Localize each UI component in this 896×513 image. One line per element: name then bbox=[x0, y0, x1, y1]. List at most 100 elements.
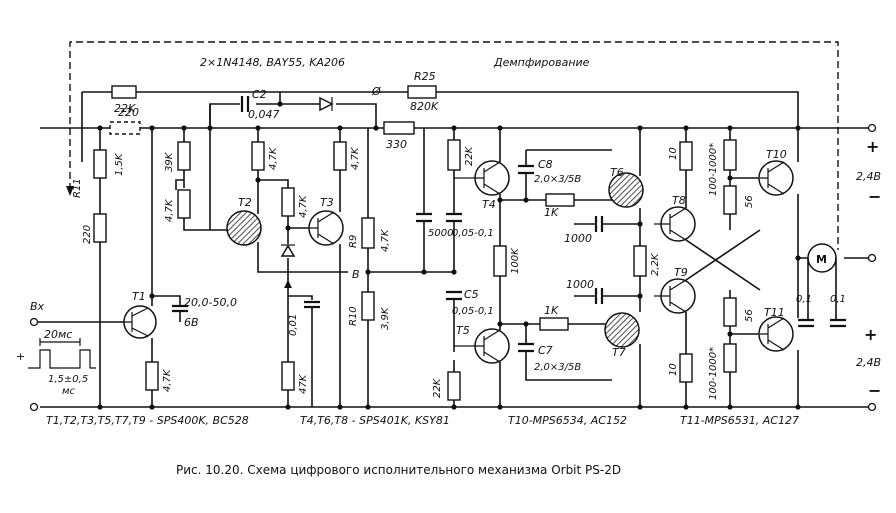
capacitor-1000-top-value: 1000 bbox=[564, 232, 592, 245]
pulse-width-label: 1,5±0,5 bbox=[48, 374, 88, 385]
resistor-39k-label: 39K bbox=[164, 151, 175, 172]
junction-dots bbox=[97, 101, 801, 410]
resistor-22k-t4-label: 22K bbox=[464, 145, 475, 166]
resistor-47k-bottom bbox=[281, 361, 295, 391]
resistor-100-1000-top bbox=[723, 139, 737, 171]
resistor-r25-name: R25 bbox=[414, 70, 436, 83]
resistor-56-bottom bbox=[723, 297, 737, 327]
transistor-t1-label: T1 bbox=[132, 290, 146, 303]
transistor-group3-note: T10-MPS6534, AC152 bbox=[508, 414, 627, 427]
test-point-symbol: Ø bbox=[371, 85, 381, 98]
capacitor-motor-b-value: 0,1 bbox=[830, 294, 846, 305]
potentiometer-r9-name: R9 bbox=[348, 235, 359, 248]
transistor-t2-label: T2 bbox=[238, 196, 252, 209]
capacitor-001 bbox=[304, 300, 320, 309]
transistor-group2-note: T4,T6,T8 - SPS401K, KSY81 bbox=[300, 414, 450, 427]
resistor-1k-top-label: 1K bbox=[544, 206, 559, 219]
potentiometer-r10-value: 3,9K bbox=[380, 306, 391, 330]
resistor-47k-bottom-label: 47K bbox=[298, 373, 309, 394]
supply-terminal-top bbox=[867, 123, 877, 133]
capacitor-motor-a-value: 0,1 bbox=[796, 294, 812, 305]
resistor-56-top bbox=[723, 185, 737, 215]
resistor-10-bottom-label: 10 bbox=[668, 363, 679, 376]
resistor-2-2k-label: 2,2K bbox=[650, 252, 661, 276]
resistor-100k-label: 100K bbox=[510, 247, 521, 274]
t2-base-wire bbox=[183, 218, 230, 231]
potentiometer-r11 bbox=[93, 149, 107, 179]
input-label: Вх bbox=[30, 300, 45, 313]
transistor-t5-symbol bbox=[454, 329, 501, 363]
transistor-t11-symbol bbox=[760, 317, 785, 351]
capacitor-c5-value: 0,05-0,1 bbox=[452, 306, 494, 317]
resistor-47k-mid-label: 4,7K bbox=[298, 194, 309, 218]
resistor-1k-top bbox=[545, 193, 575, 207]
transistor-t8-label: T8 bbox=[672, 194, 686, 207]
transistor-t9-label: T9 bbox=[674, 266, 688, 279]
supply-terminal-bottom bbox=[867, 402, 877, 412]
c2-diode-wire bbox=[209, 103, 377, 128]
transistor-t1-symbol bbox=[124, 307, 149, 337]
capacitor-5000-value: 5000 bbox=[428, 228, 453, 239]
transistor-t6-label: T6 bbox=[610, 166, 624, 179]
capacitor-t1-value: 20,0-50,0 bbox=[184, 296, 237, 309]
r39k-wires bbox=[175, 128, 185, 190]
resistor-1k-bottom-label: 1K bbox=[544, 304, 559, 317]
transistor-t2 bbox=[226, 210, 262, 246]
transistor-t7 bbox=[604, 312, 640, 348]
t1-cap-wire bbox=[152, 295, 181, 306]
capacitor-005-top-value: 0,05-0,1 bbox=[452, 228, 494, 239]
resistor-47k-t2-label: 4,7K bbox=[268, 146, 279, 170]
resistor-56-top-label: 56 bbox=[744, 195, 755, 208]
r25-feedback-wire bbox=[82, 91, 799, 128]
transistor-t7-label: T7 bbox=[612, 346, 626, 359]
supply-minus-top: − bbox=[868, 187, 881, 206]
capacitor-c7-value: 2,0×3/5B bbox=[534, 362, 581, 373]
damping-label: Демпфирование bbox=[493, 56, 590, 69]
c7-wires bbox=[525, 324, 612, 381]
resistor-330 bbox=[383, 121, 415, 135]
resistor-22k-t5-label: 22K bbox=[432, 377, 443, 398]
diode-top bbox=[319, 96, 334, 112]
transistor-t11-label: T11 bbox=[764, 306, 785, 319]
resistor-330-label: 330 bbox=[386, 138, 407, 151]
resistor-47k-t1 bbox=[145, 361, 159, 391]
cross-coupling-wires bbox=[685, 229, 761, 291]
pulse-width-unit: мс bbox=[62, 386, 76, 397]
resistor-22k-t5 bbox=[447, 371, 461, 401]
resistor-10-top bbox=[679, 141, 693, 171]
diode-mid bbox=[280, 244, 296, 257]
t10-t11-base-wires bbox=[730, 177, 760, 335]
feedback-arrow-head bbox=[66, 186, 74, 196]
capacitor-1000-bottom-value: 1000 bbox=[566, 278, 594, 291]
resistor-220-dashed bbox=[109, 121, 141, 135]
c001-wire bbox=[288, 295, 313, 300]
capacitor-5000 bbox=[416, 212, 432, 223]
transistor-group1-note: T1,T2,T3,T5,T7,T9 - SPS400K, BC528 bbox=[46, 414, 249, 427]
ground-terminal-left bbox=[29, 402, 39, 412]
resistor-100k bbox=[493, 245, 507, 277]
mid-resistor-wire bbox=[258, 179, 289, 188]
node-b-label: B bbox=[352, 268, 360, 281]
resistor-2-2k bbox=[633, 245, 647, 277]
transistor-group4-note: T11-MPS6531, AC127 bbox=[680, 414, 799, 427]
resistor-r25 bbox=[407, 85, 437, 99]
resistor-1k-bottom bbox=[539, 317, 569, 331]
resistor-100-1000-top-label: 100-1000* bbox=[708, 143, 719, 196]
pulse-plus-sign: + bbox=[16, 350, 25, 363]
capacitor-t1-voltage: 6B bbox=[184, 316, 199, 329]
motor-label: M bbox=[816, 253, 827, 266]
potentiometer-r10-name: R10 bbox=[348, 306, 359, 326]
transistor-t10-label: T10 bbox=[766, 148, 787, 161]
capacitor-c7 bbox=[518, 342, 534, 353]
potentiometer-r11-name: R11 bbox=[72, 178, 83, 198]
arrow-up-mid bbox=[284, 280, 292, 288]
resistor-100-1000-bottom-label: 100-1000* bbox=[708, 347, 719, 400]
resistor-39k bbox=[177, 141, 191, 171]
resistor-47k-mid bbox=[281, 187, 295, 217]
transistor-t5-label: T5 bbox=[456, 324, 470, 337]
resistor-47k-a-label: 4,7K bbox=[164, 198, 175, 222]
transistor-t10-symbol bbox=[760, 161, 785, 195]
potentiometer-r11-value: 1,5K bbox=[114, 152, 125, 176]
resistor-100-1000-bottom bbox=[723, 343, 737, 373]
capacitor-005-top bbox=[446, 212, 462, 223]
